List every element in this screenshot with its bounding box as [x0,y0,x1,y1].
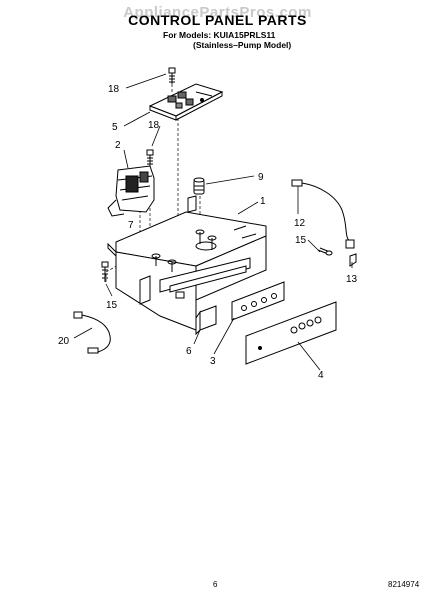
interface-board-part-3 [231,281,285,321]
wire-harness-part-12 [291,179,355,249]
spacer-part-9 [193,177,205,195]
bracket-part-6 [195,305,217,336]
screw-15-right [317,247,333,256]
control-housing-part-1 [107,195,267,331]
clip-part-13 [349,253,357,267]
callout-9: 9 [258,172,264,183]
callout-6: 6 [186,346,192,357]
callout-20: 20 [58,336,70,347]
screw-18-mid [146,149,154,168]
callout-18-top: 18 [108,84,120,95]
page-number: 6 [213,580,218,589]
callout-7: 7 [128,220,134,231]
variant-line: (Stainless–Pump Model) [193,40,292,50]
models-line: For Models: KUIA15PRLS11 [163,30,276,40]
callout-12: 12 [294,218,306,229]
callout-13: 13 [346,274,358,285]
callout-3: 3 [210,356,216,367]
pump-part-2 [107,165,155,217]
callout-leader-lines [73,73,353,371]
sensor-wire-part-20 [73,311,111,354]
callout-18-mid: 18 [148,120,160,131]
callout-15-left: 15 [106,300,118,311]
screw-15-left [101,261,109,282]
document-number: 8214974 [388,580,420,589]
callout-15-right: 15 [295,235,307,246]
callout-4: 4 [318,370,324,381]
callout-5: 5 [112,122,118,133]
callout-1: 1 [260,196,266,207]
control-board-part-5 [148,83,224,121]
page-title: CONTROL PANEL PARTS [128,12,307,28]
screw-18-top [168,67,176,84]
watermark-text: AppliancePartsPros.com [123,4,312,21]
callout-2: 2 [115,140,121,151]
control-panel-overlay-part-4 [245,301,337,365]
